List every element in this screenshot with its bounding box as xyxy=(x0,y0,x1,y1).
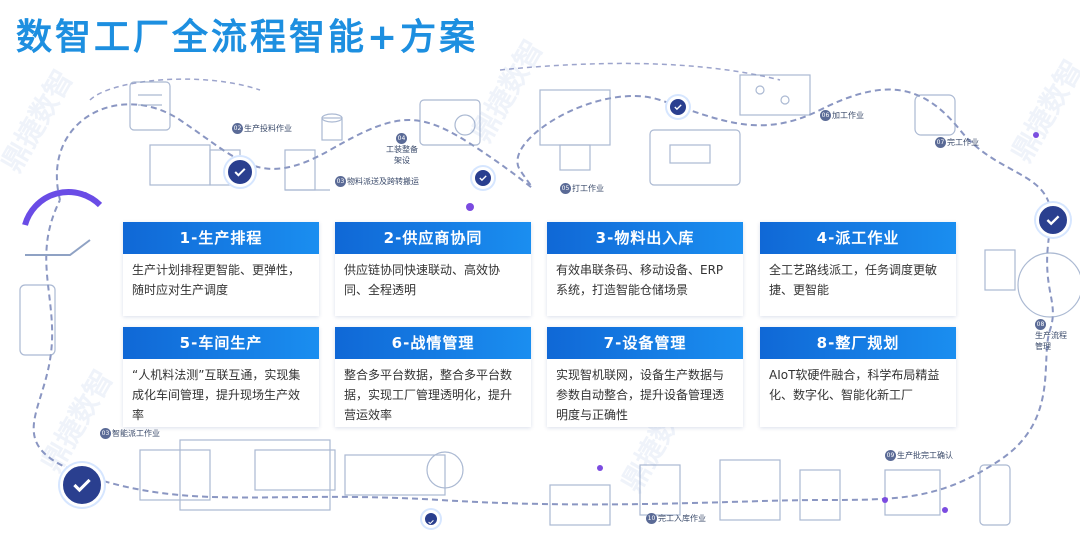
check-icon xyxy=(667,96,689,118)
card-workshop-production: 5-车间生产 “人机料法测”互联互通，实现集成化车间管理，提升现场生产效率 xyxy=(123,327,319,427)
card-title: 6-战情管理 xyxy=(335,327,531,359)
card-description: 整合多平台数据，整合多平台数据，实现工厂管理透明化，提升营运效率 xyxy=(344,368,513,422)
card-dispatch: 4-派工作业 全工艺路线派工，任务调度更敏捷、更智能 xyxy=(760,222,956,316)
card-equipment-management: 7-设备管理 实现智机联网，设备生产数据与参数自动整合，提升设备管理透明度与正确… xyxy=(547,327,743,427)
check-icon xyxy=(422,510,440,528)
card-description: 生产计划排程更智能、更弹性，随时应对生产调度 xyxy=(132,263,301,297)
card-description: AIoT软硬件融合，科学布局精益化、数字化、智能化新工厂 xyxy=(769,368,940,402)
flow-path xyxy=(32,88,1054,506)
page-title: 数智工厂全流程智能+方案 xyxy=(16,17,479,58)
card-title: 1-生产排程 xyxy=(123,222,319,254)
check-icon xyxy=(472,167,494,189)
card-production-scheduling: 1-生产排程 生产计划排程更智能、更弹性，随时应对生产调度 xyxy=(123,222,319,316)
card-description: 供应链协同快速联动、高效协同、全程透明 xyxy=(344,263,501,297)
card-factory-planning: 8-整厂规划 AIoT软硬件融合，科学布局精益化、数字化、智能化新工厂 xyxy=(760,327,956,427)
card-title: 2-供应商协同 xyxy=(335,222,531,254)
card-supplier-collaboration: 2-供应商协同 供应链协同快速联动、高效协同、全程透明 xyxy=(335,222,531,316)
card-title: 8-整厂规划 xyxy=(760,327,956,359)
card-title: 4-派工作业 xyxy=(760,222,956,254)
card-title: 3-物料出入库 xyxy=(547,222,743,254)
card-title: 7-设备管理 xyxy=(547,327,743,359)
card-description: 实现智机联网，设备生产数据与参数自动整合，提升设备管理透明度与正确性 xyxy=(556,368,725,422)
card-title: 5-车间生产 xyxy=(123,327,319,359)
card-war-room: 6-战情管理 整合多平台数据，整合多平台数据，实现工厂管理透明化，提升营运效率 xyxy=(335,327,531,427)
card-description: 全工艺路线派工，任务调度更敏捷、更智能 xyxy=(769,263,938,297)
card-description: “人机料法测”互联互通，实现集成化车间管理，提升现场生产效率 xyxy=(132,368,301,422)
card-material-inout: 3-物料出入库 有效串联条码、移动设备、ERP系统，打造智能仓储场景 xyxy=(547,222,743,316)
card-description: 有效串联条码、移动设备、ERP系统，打造智能仓储场景 xyxy=(556,263,724,297)
check-icon xyxy=(1036,203,1070,237)
check-icon xyxy=(60,463,104,507)
check-icon xyxy=(225,157,255,187)
